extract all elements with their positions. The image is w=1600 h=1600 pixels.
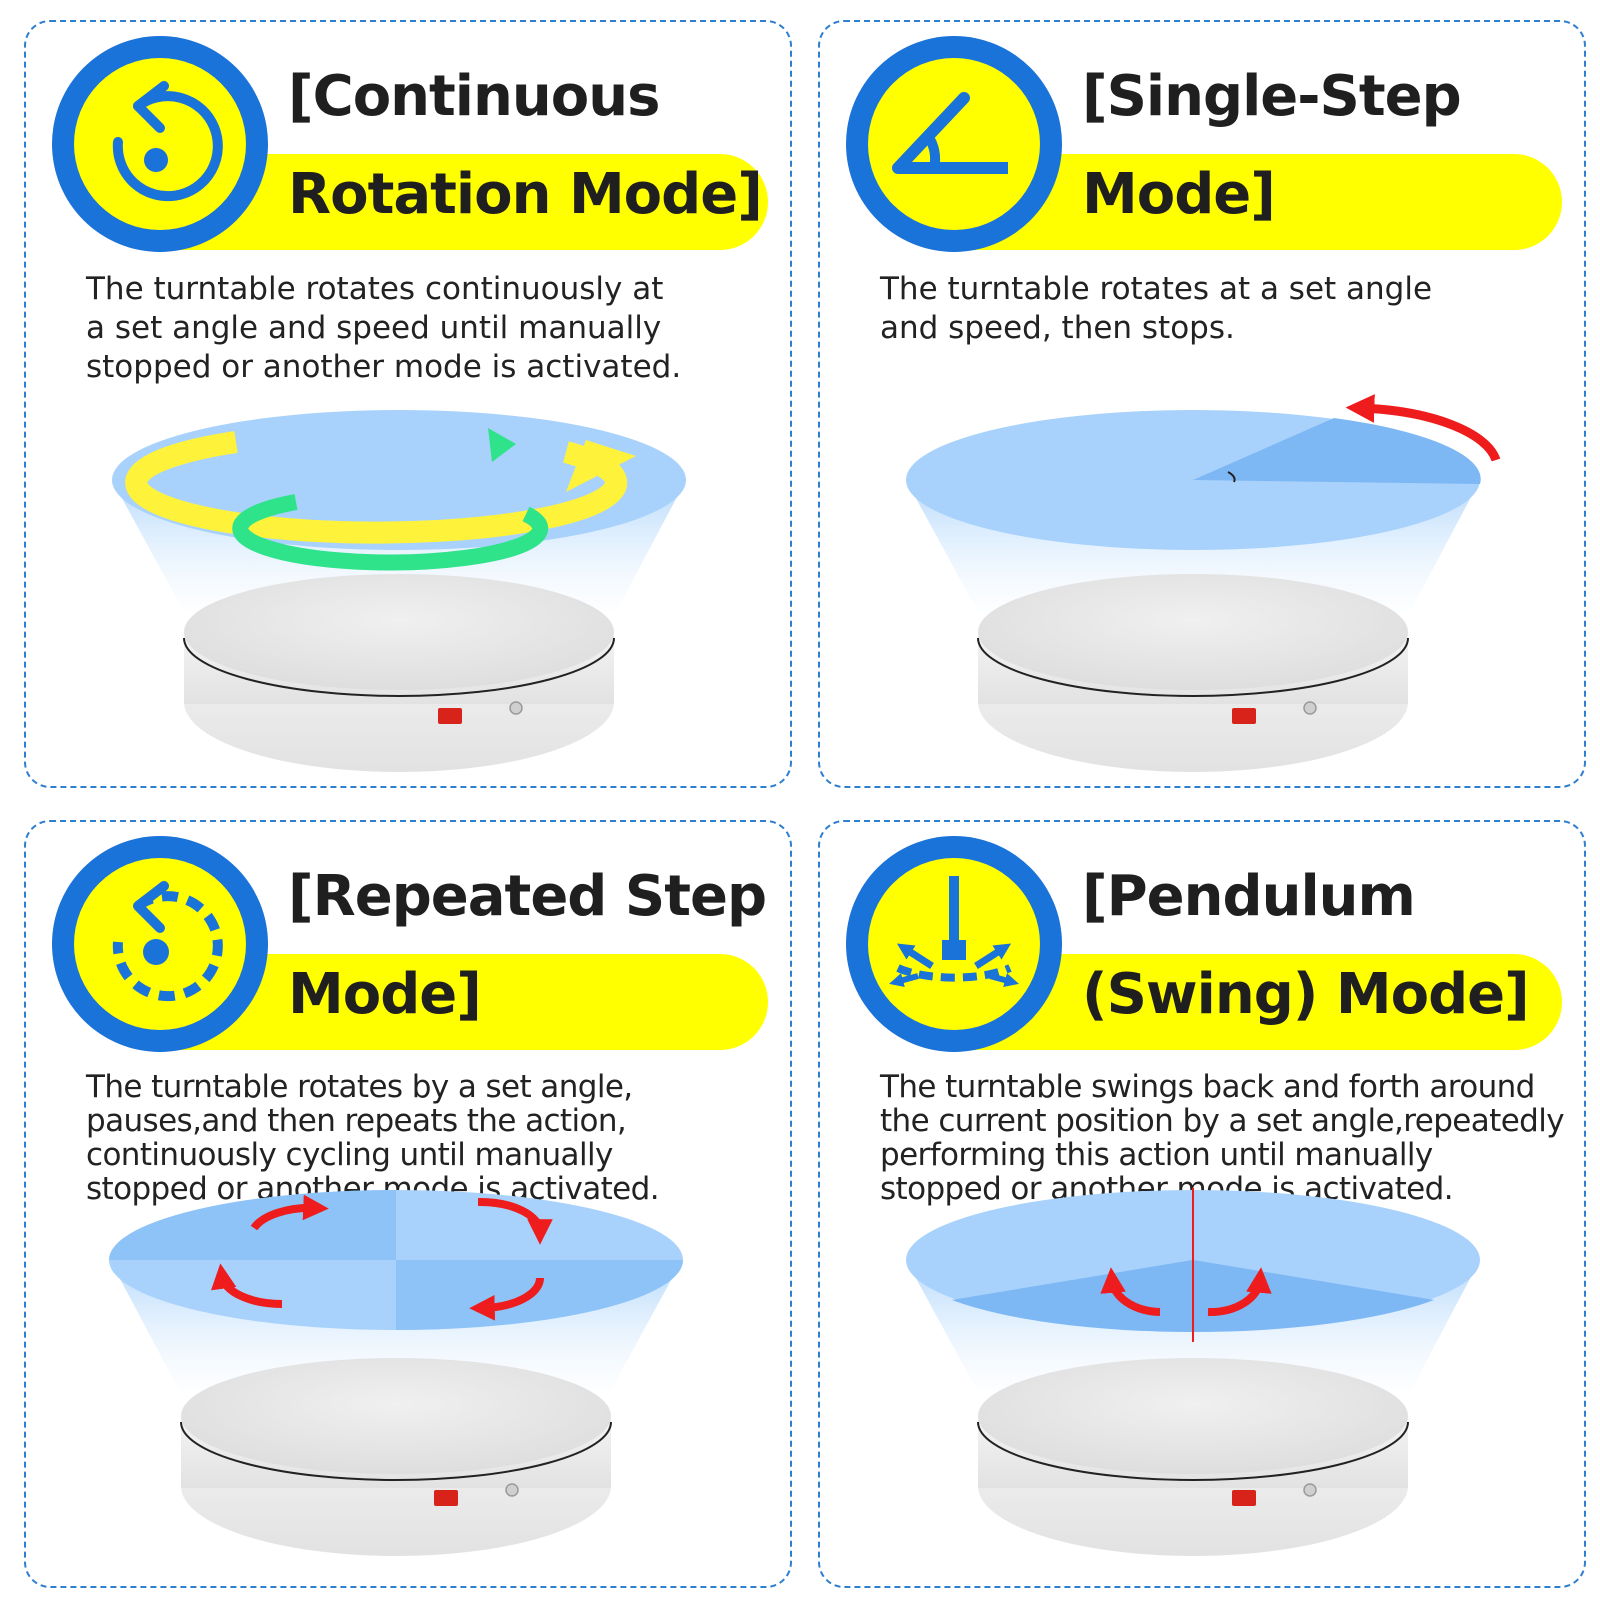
mode-card-pendulum: [Pendulum (Swing) Mode] The turntable sw… bbox=[818, 820, 1586, 1588]
mode-badge bbox=[846, 836, 1062, 1052]
turntable-illustration bbox=[906, 394, 1501, 772]
mode-badge bbox=[846, 36, 1062, 252]
mode-title-line1: [Single-Step bbox=[1082, 64, 1462, 129]
angle-icon bbox=[892, 92, 1008, 174]
mode-title-line1: [Repeated Step bbox=[288, 864, 767, 929]
port-icon bbox=[509, 701, 523, 715]
port-icon bbox=[1303, 701, 1317, 715]
description-line: continuously cycling until manually bbox=[86, 1137, 613, 1173]
description-line: The turntable rotates by a set angle, bbox=[86, 1069, 633, 1105]
continuous-rotation-icon bbox=[112, 81, 223, 202]
mode-card-continuous: [Continuous Rotation Mode] The turntable… bbox=[24, 20, 792, 788]
description-line: The turntable rotates at a set angle bbox=[880, 271, 1433, 307]
description-line: pauses,and then repeats the action, bbox=[86, 1103, 627, 1139]
mode-title-line2: Mode] bbox=[1082, 162, 1276, 227]
description-line: The turntable swings back and forth arou… bbox=[880, 1069, 1535, 1105]
power-switch-icon bbox=[434, 1490, 458, 1506]
mode-title-line2: Mode] bbox=[288, 962, 482, 1027]
mode-title-line2: Rotation Mode] bbox=[288, 162, 763, 227]
pendulum-icon bbox=[889, 876, 1019, 988]
power-switch-icon bbox=[1232, 1490, 1256, 1506]
turntable-illustration bbox=[109, 1190, 683, 1556]
description-line: and speed, then stops. bbox=[880, 310, 1235, 346]
description-line: The turntable rotates continuously at bbox=[86, 271, 664, 307]
description-line: the current position by a set angle,repe… bbox=[880, 1103, 1565, 1139]
power-switch-icon bbox=[438, 708, 462, 724]
description-line: stopped or another mode is activated. bbox=[86, 349, 682, 385]
mode-title-line1: [Continuous bbox=[288, 64, 660, 129]
mode-description: The turntable rotates continuously at a … bbox=[86, 270, 766, 387]
mode-card-single-step: [Single-Step Mode] The turntable rotates… bbox=[818, 20, 1586, 788]
port-icon bbox=[505, 1483, 519, 1497]
turntable-illustration bbox=[906, 1188, 1480, 1556]
mode-badge bbox=[52, 36, 268, 252]
dashed-rotation-icon bbox=[112, 881, 223, 1002]
port-icon bbox=[1303, 1483, 1317, 1497]
description-line: a set angle and speed until manually bbox=[86, 310, 662, 346]
mode-description: The turntable rotates at a set angle and… bbox=[880, 270, 1560, 348]
mode-badge bbox=[52, 836, 268, 1052]
mode-title-line1: [Pendulum bbox=[1082, 864, 1416, 929]
power-switch-icon bbox=[1232, 708, 1256, 724]
mode-title-line2: (Swing) Mode] bbox=[1082, 962, 1530, 1027]
description-line: performing this action until manually bbox=[880, 1137, 1433, 1173]
mode-card-repeated-step: [Repeated Step Mode] The turntable rotat… bbox=[24, 820, 792, 1588]
turntable-illustration bbox=[112, 410, 686, 772]
